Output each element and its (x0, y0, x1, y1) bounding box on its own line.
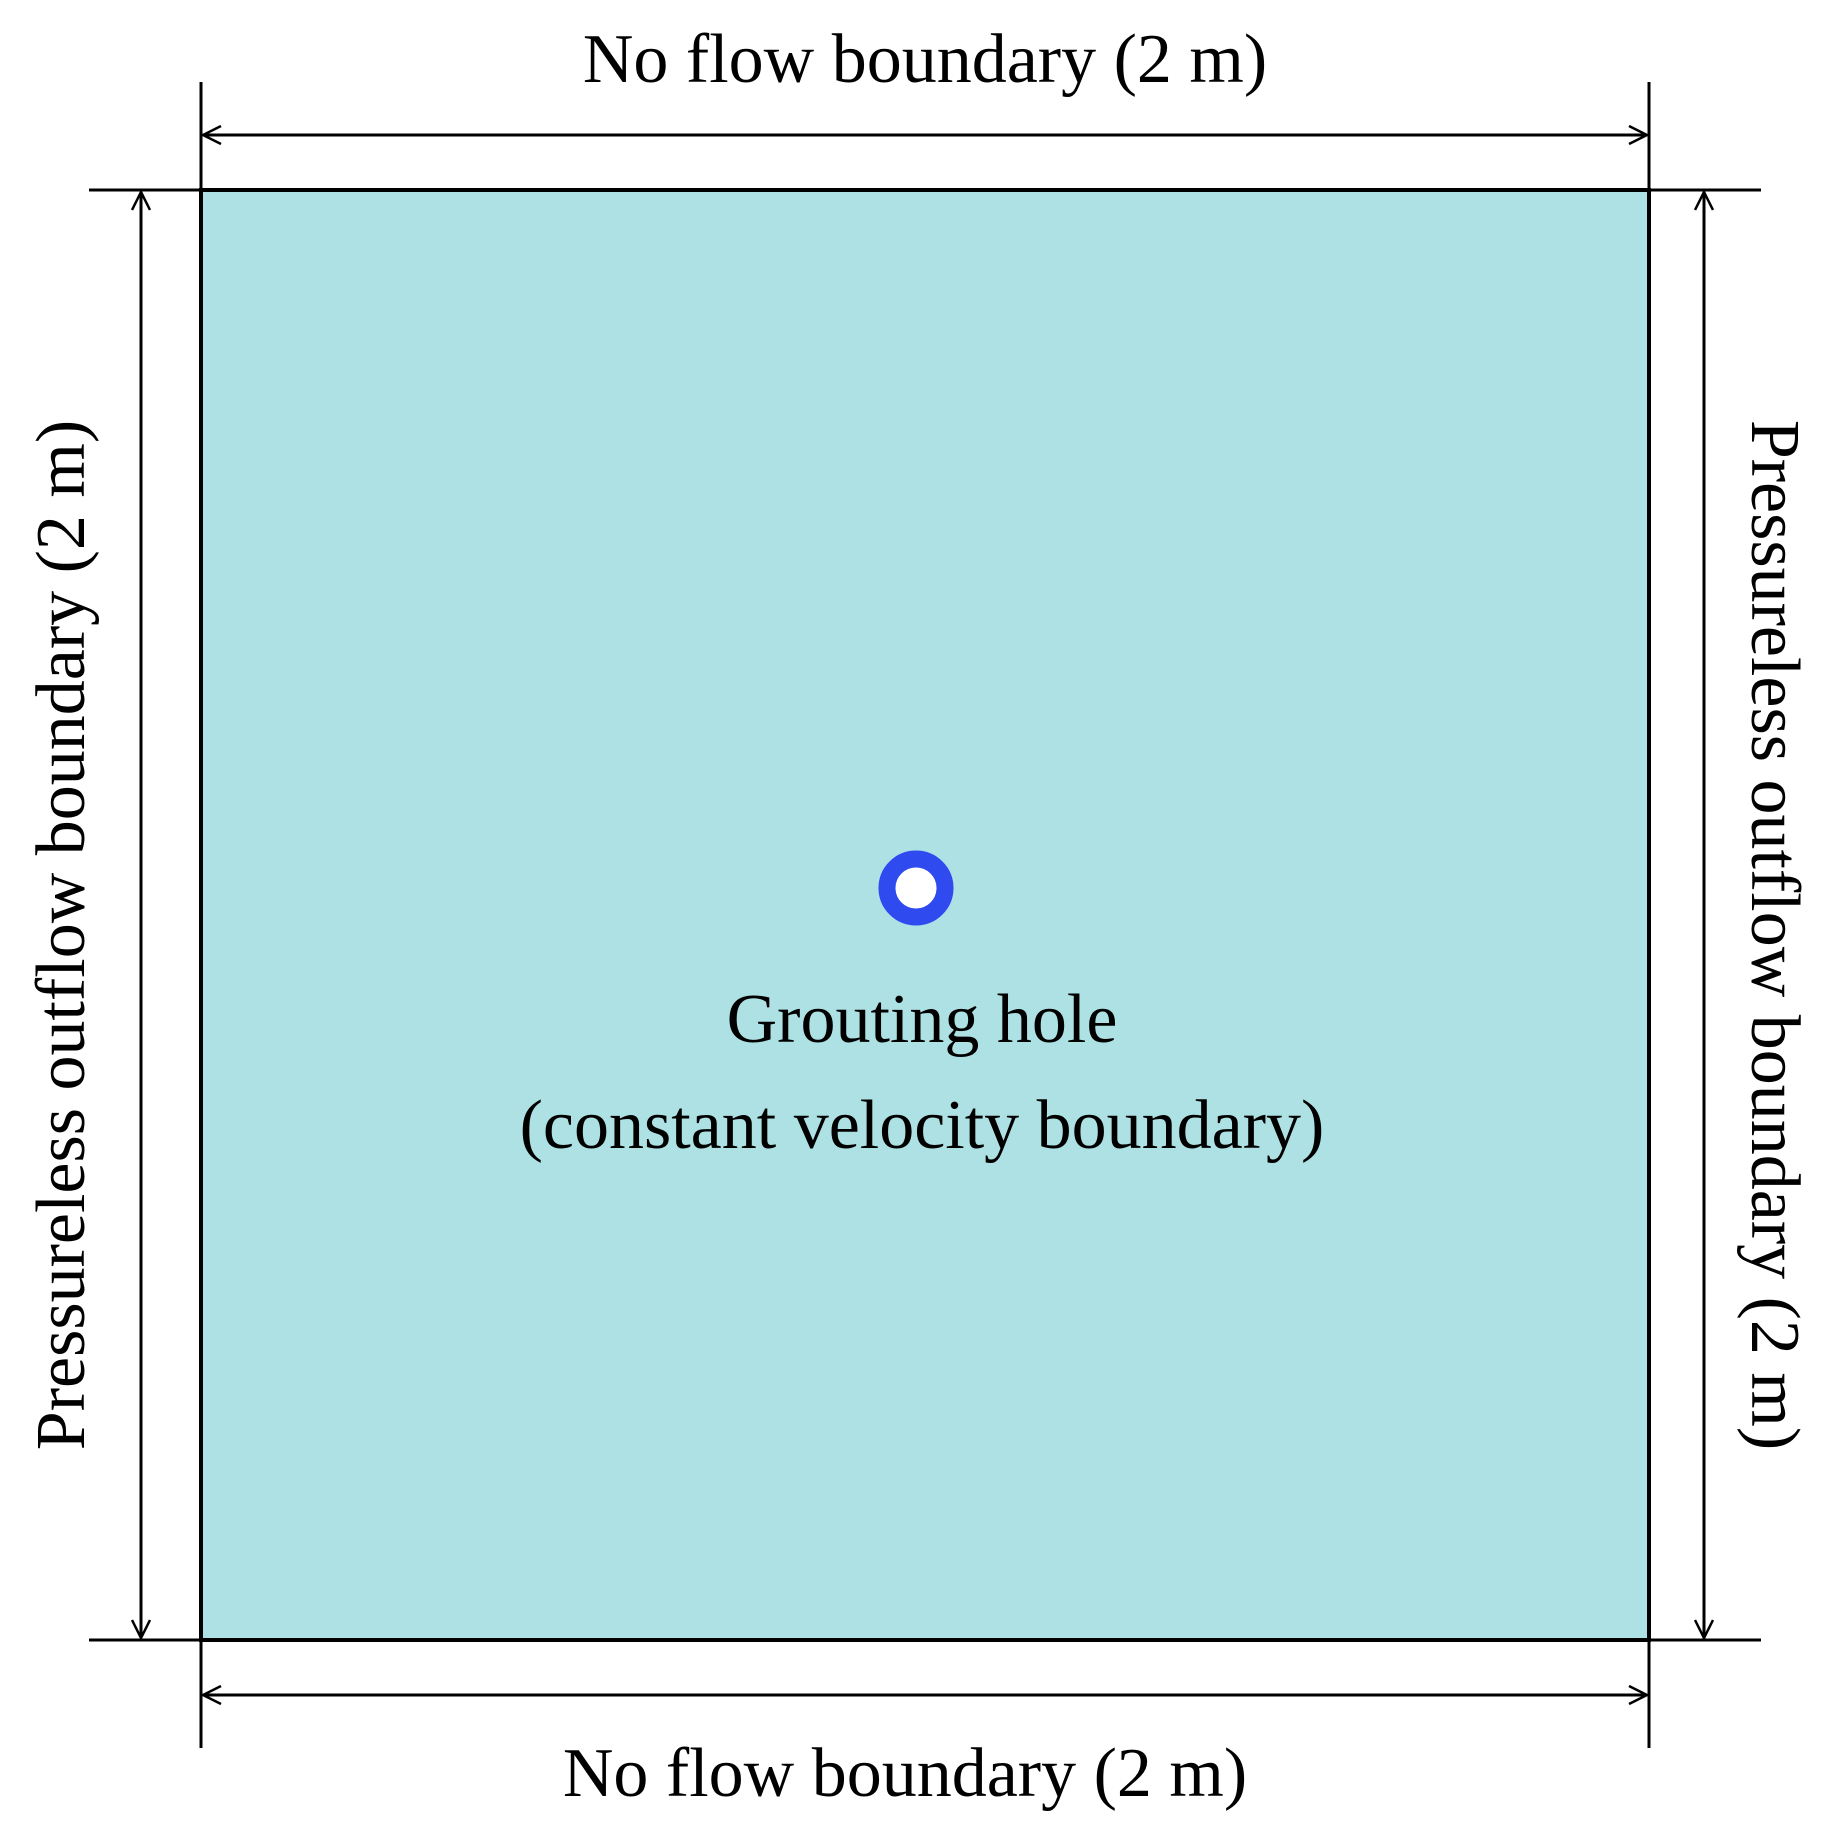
grouting-hole-label: Grouting hole (727, 981, 1118, 1058)
dimension-arrows (141, 135, 1704, 1695)
grouting-hole-icon (878, 850, 954, 926)
extension-lines (89, 82, 1761, 1748)
right-boundary-label: Pressureless outflow boundary (2 m) (1736, 420, 1813, 1450)
bottom-boundary-label: No flow boundary (2 m) (563, 1735, 1247, 1812)
left-boundary-label: Pressureless outflow boundary (2 m) (23, 420, 100, 1450)
top-boundary-label: No flow boundary (2 m) (583, 21, 1267, 98)
grouting-hole-sublabel: (constant velocity boundary) (520, 1087, 1325, 1164)
